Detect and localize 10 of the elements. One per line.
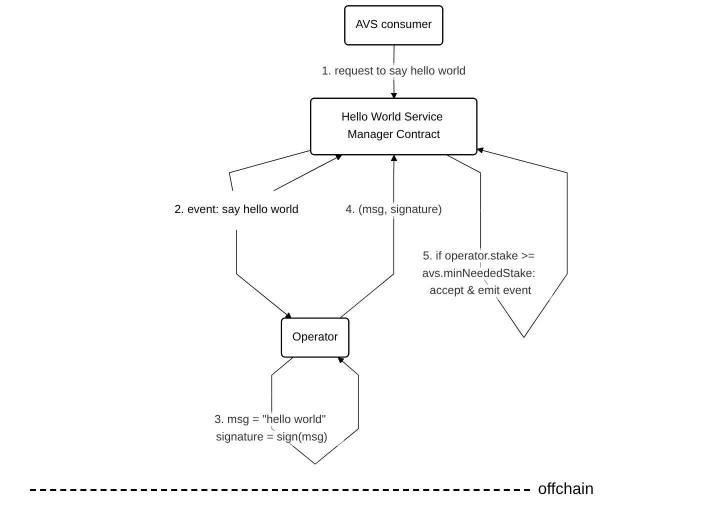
edge-label: 4. (msg, signature) <box>346 204 442 216</box>
arrow <box>273 154 342 192</box>
edge-label: 1. request to say hello world <box>322 65 466 78</box>
arrow <box>236 229 292 319</box>
region-label: offchain <box>538 481 594 499</box>
edge-label: 5. if operator.stake >= avs.minNeededStake: accept & emit event <box>422 250 536 298</box>
edge-label: 3. msg = "hello world" signature = sign(msg) <box>214 414 328 444</box>
arrow <box>339 154 398 319</box>
connector <box>228 150 312 192</box>
node-text: 2. event: say hello world <box>174 204 299 216</box>
